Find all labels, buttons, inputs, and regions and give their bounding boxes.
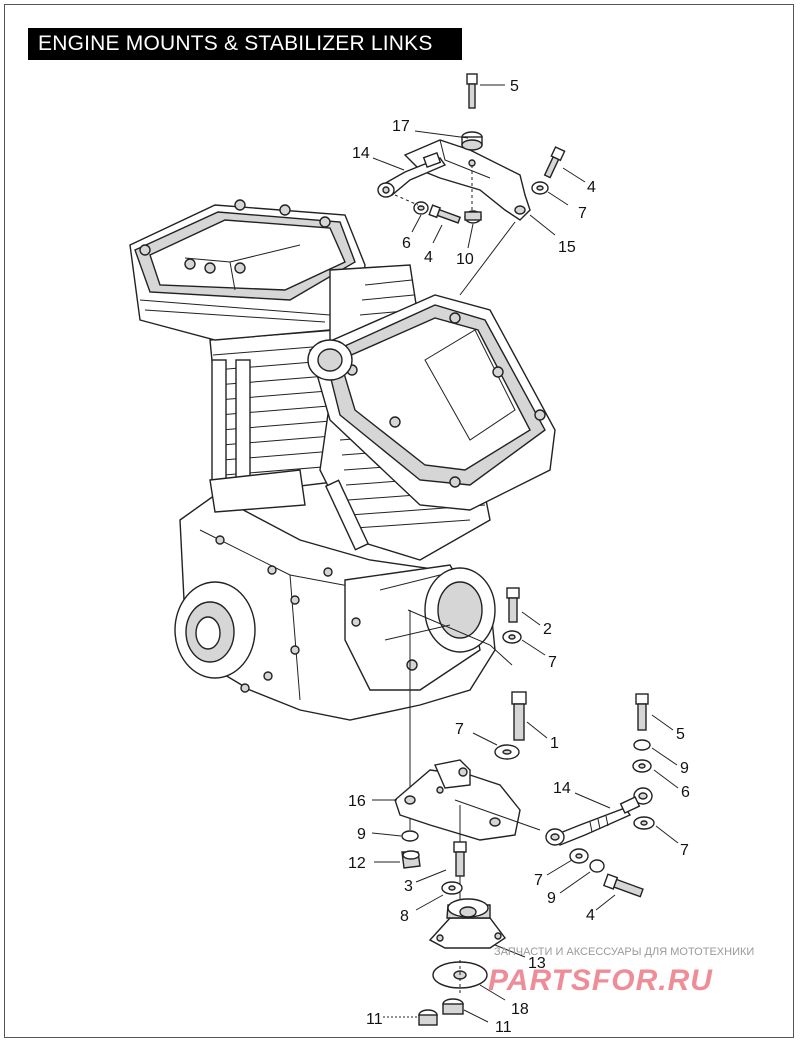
nut-12 bbox=[401, 850, 421, 869]
callout-4-top-right: 4 bbox=[587, 179, 596, 196]
engine-illustration bbox=[129, 199, 556, 721]
starter-motor bbox=[344, 564, 496, 691]
callout-9-lower: 9 bbox=[547, 890, 556, 907]
callout-7-top: 7 bbox=[578, 205, 587, 222]
callout-5-top: 5 bbox=[510, 78, 519, 95]
nut-11-left bbox=[418, 1009, 438, 1026]
callout-4-lower: 4 bbox=[586, 907, 595, 924]
callout-5-right: 5 bbox=[676, 726, 685, 743]
bolt-4-top-right bbox=[543, 146, 566, 179]
callout-8: 8 bbox=[400, 908, 409, 925]
callout-6-top: 6 bbox=[402, 235, 411, 252]
front-mount-assembly bbox=[394, 587, 655, 1026]
bolt-4-lower bbox=[602, 873, 644, 898]
isolator-13 bbox=[428, 898, 507, 949]
bolt-5-right bbox=[635, 693, 649, 731]
leader-lines bbox=[371, 84, 679, 1023]
bolt-1 bbox=[511, 691, 527, 741]
callout-14-right: 14 bbox=[553, 780, 571, 797]
callout-numbers: 5 17 14 4 7 6 4 10 15 2 7 7 1 5 9 6 14 7… bbox=[348, 78, 690, 1036]
callout-1: 1 bbox=[550, 735, 559, 752]
callout-17: 17 bbox=[392, 118, 410, 135]
callout-10: 10 bbox=[456, 251, 474, 268]
callout-13: 13 bbox=[528, 955, 546, 972]
front-rocker-cover bbox=[129, 199, 366, 341]
bolt-2 bbox=[506, 587, 520, 623]
spacer-17 bbox=[461, 131, 483, 151]
watermark-logo: PARTSFOR.RU bbox=[488, 964, 713, 997]
callout-9-left: 9 bbox=[357, 826, 366, 843]
bolt-3 bbox=[453, 841, 467, 877]
bolt-5-top bbox=[466, 73, 478, 109]
callout-12: 12 bbox=[348, 855, 366, 872]
rear-rocker-cover bbox=[307, 294, 556, 511]
callout-3: 3 bbox=[404, 878, 413, 895]
callout-7-right: 7 bbox=[680, 842, 689, 859]
nut-11-right bbox=[442, 998, 464, 1015]
stabilizer-link-14-top bbox=[377, 152, 447, 198]
callout-11-right: 11 bbox=[495, 1019, 512, 1036]
callout-7-left: 7 bbox=[455, 721, 464, 738]
page-title: ENGINE MOUNTS & STABILIZER LINKS bbox=[28, 28, 462, 60]
callout-14-top: 14 bbox=[352, 145, 370, 162]
bolt-4-top bbox=[428, 204, 462, 224]
watermark-tagline: ЗАПЧАСТИ И АКСЕССУАРЫ ДЛЯ МОТОТЕХНИКИ bbox=[494, 946, 754, 958]
stabilizer-link-14-right bbox=[545, 787, 653, 846]
callout-7-lower: 7 bbox=[534, 872, 543, 889]
callout-11-left: 11 bbox=[366, 1011, 383, 1028]
callout-18: 18 bbox=[511, 1001, 529, 1018]
callout-6-right: 6 bbox=[681, 784, 690, 801]
callout-9-right: 9 bbox=[680, 760, 689, 777]
timing-cover bbox=[174, 581, 256, 679]
front-bracket-16 bbox=[394, 759, 521, 841]
callout-16: 16 bbox=[348, 793, 366, 810]
page-frame bbox=[4, 4, 794, 1038]
watermark: ЗАПЧАСТИ И АКСЕССУАРЫ ДЛЯ МОТОТЕХНИКИ PA… bbox=[488, 946, 754, 997]
callout-7-mid: 7 bbox=[548, 654, 557, 671]
callout-4-top: 4 bbox=[424, 249, 433, 266]
callout-2: 2 bbox=[543, 621, 552, 638]
callout-15: 15 bbox=[558, 239, 576, 256]
top-stabilizer-assembly bbox=[377, 73, 566, 296]
